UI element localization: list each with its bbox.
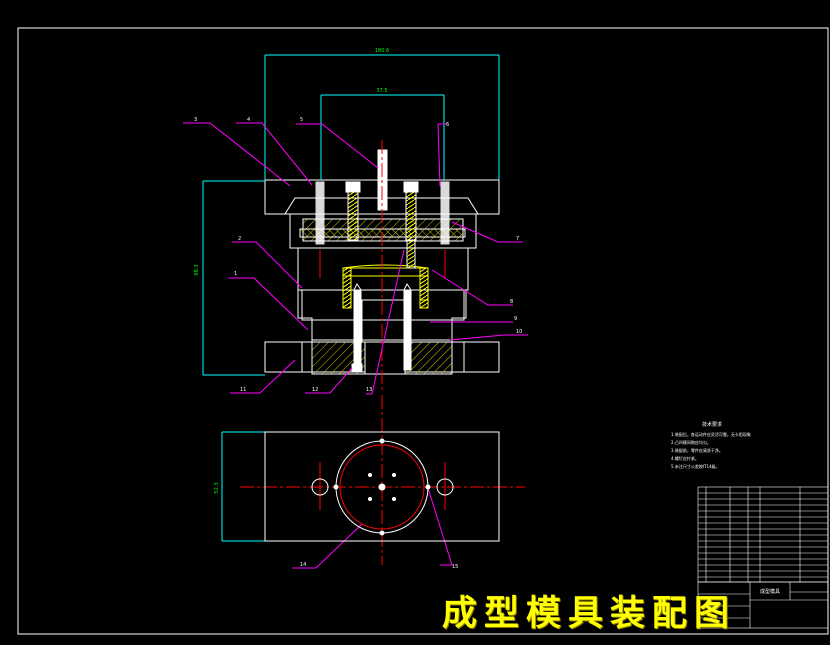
callout-13: 13	[366, 387, 372, 393]
plan-plate	[264, 431, 500, 542]
note-line-1: 1.装配后，各运动件应灵活可靠。无卡阻现象	[671, 431, 751, 437]
callout-6: 6	[446, 122, 449, 128]
note-line-5: 5.未注尺寸公差按IT14级。	[671, 463, 720, 469]
parts-list	[697, 486, 829, 629]
note-line-3: 3.装配前，零件应清洗干净。	[671, 447, 723, 453]
drawing-frame	[17, 27, 829, 635]
callout-3: 3	[194, 117, 197, 123]
title-block-label: 成型模具	[760, 588, 780, 595]
dim-top-width: 180.6	[375, 48, 389, 54]
dim-left-height: 98.3	[194, 264, 200, 275]
leader-lines	[183, 122, 528, 569]
callout-7: 7	[516, 236, 519, 242]
callout-2: 2	[238, 236, 241, 242]
callout-9: 9	[514, 316, 517, 322]
callout-14: 14	[300, 562, 306, 568]
title-block	[697, 581, 829, 629]
callout-12: 12	[312, 387, 318, 393]
callout-11: 11	[240, 387, 246, 393]
dim-plan-height: 52.3	[214, 482, 220, 493]
note-line-4: 4.螺钉应拧紧。	[671, 455, 699, 461]
callout-15: 15	[452, 564, 458, 570]
callout-1: 1	[234, 271, 237, 277]
callout-10: 10	[516, 329, 522, 335]
dim-mid-width: 37.5	[376, 88, 387, 94]
callout-4: 4	[247, 117, 250, 123]
notes-heading: 技术要求	[702, 421, 722, 428]
callout-8: 8	[510, 299, 513, 305]
dimensions	[202, 54, 500, 542]
plan-view	[264, 431, 500, 542]
callout-labels: 3 4 5 6 7 2 1 8 9 10 11 12 13 14 15	[194, 117, 522, 570]
drawing-title: 成型模具装配图	[442, 593, 737, 634]
technical-notes: 技术要求 1.装配后，各运动件应灵活可靠。无卡阻现象 2.凸凹模间隙应均匀。 3…	[671, 421, 751, 469]
callout-5: 5	[300, 117, 303, 123]
note-line-2: 2.凸凹模间隙应均匀。	[671, 439, 711, 445]
